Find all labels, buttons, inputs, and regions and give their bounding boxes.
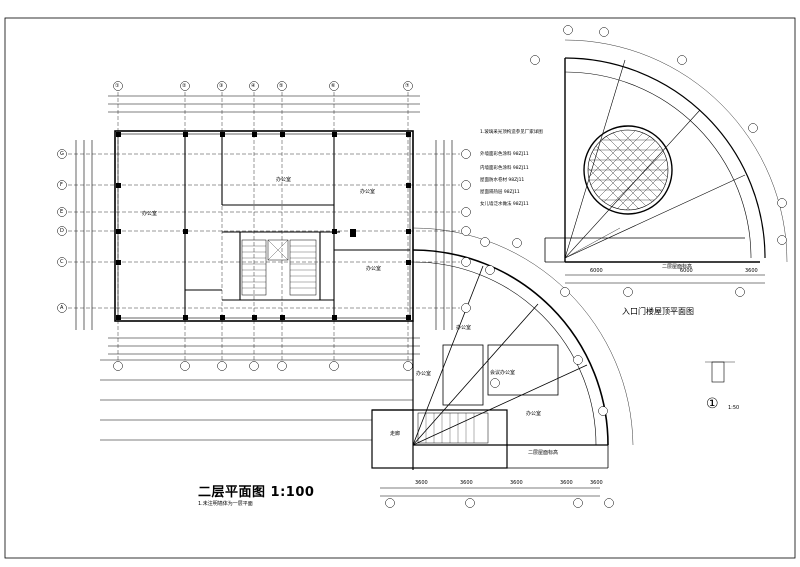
roof-note-5: 屋面隔热层 98ZJ11 <box>480 190 520 195</box>
axis-left-E: E <box>60 209 64 215</box>
roof-level-label: 二层屋面标高 <box>662 264 693 270</box>
roof-note-4: 屋面防水卷材 98ZJ11 <box>480 178 525 183</box>
roof-note-3: 内墙面彩色涂料 98ZJ11 <box>480 166 529 171</box>
roof-dim-1: 6000 <box>590 268 603 274</box>
roof-skylight-dome <box>583 125 673 215</box>
roof-dim-3: 3600 <box>745 268 758 274</box>
axis-top-1: ① <box>115 83 120 89</box>
detail-scale: 1:50 <box>728 405 740 411</box>
roof-plan-title: 入口门楼屋顶平面图 <box>622 307 694 316</box>
room-label-office-small: 办公室 <box>456 325 472 331</box>
axis-left-A: A <box>60 305 64 311</box>
dim-bottom-5: 3600 <box>590 480 603 486</box>
room-label-office-right2: 办公室 <box>366 266 382 272</box>
roof-note-2: 外墙面彩色涂料 98ZJ11 <box>480 152 529 157</box>
roof-note-1: 1.玻璃采光顶构造参见厂家详图 <box>480 130 543 135</box>
building-outline <box>114 130 414 322</box>
dim-bottom-3: 3600 <box>510 480 523 486</box>
dim-bottom-1: 3600 <box>415 480 428 486</box>
dim-bottom-2: 3600 <box>460 480 473 486</box>
room-label-office-curve: 办公室 <box>526 411 542 417</box>
room-label-office-left: 办公室 <box>142 211 158 217</box>
detail-number: ① <box>706 396 719 412</box>
axis-top-2: ② <box>182 83 187 89</box>
roof-dim-2: 6000 <box>680 268 693 274</box>
room-label-office-lower: 办公室 <box>416 371 432 377</box>
room-label-office-right: 办公室 <box>360 189 376 195</box>
plan-subtitle-note: 1.未注明墙体为一层平面 <box>198 501 253 507</box>
axis-left-G: G <box>60 151 64 157</box>
sheet-border <box>4 17 796 559</box>
plan-title: 二层平面图 1:100 <box>198 485 315 500</box>
room-label-roof-level-low: 二层屋面标高 <box>528 450 559 456</box>
room-label-office-top: 办公室 <box>276 177 292 183</box>
axis-top-3: ③ <box>219 83 224 89</box>
axis-left-D: D <box>60 228 64 234</box>
axis-top-7: ⑦ <box>405 83 410 89</box>
room-label-corridor: 走廊 <box>390 431 401 437</box>
axis-top-4: ④ <box>251 83 256 89</box>
axis-top-6: ⑥ <box>331 83 336 89</box>
dim-bottom-4: 3600 <box>560 480 573 486</box>
axis-left-F: F <box>60 182 63 188</box>
roof-note-6: 女儿墙泛水做法 98ZJ11 <box>480 202 529 207</box>
axis-left-C: C <box>60 259 64 265</box>
room-label-meeting: 会议办公室 <box>490 370 516 376</box>
axis-top-5: ⑤ <box>279 83 284 89</box>
